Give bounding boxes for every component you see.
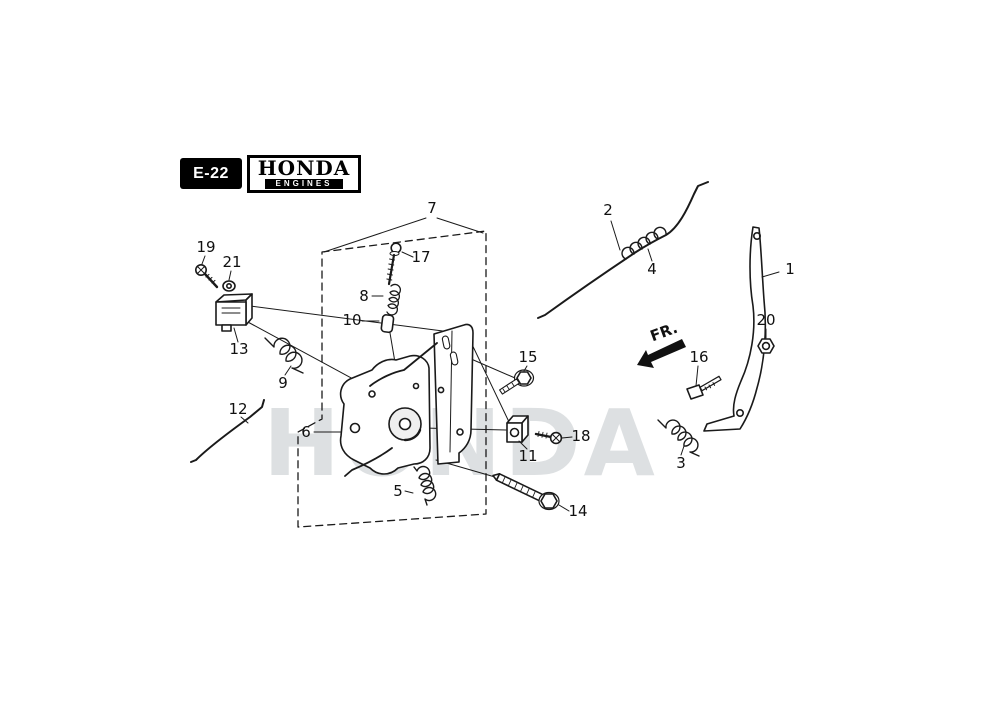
part-11-block [506,415,529,443]
part-label-7: 7 [427,199,437,217]
part-6-control-base-assembly [339,323,516,478]
part-20-nut [757,338,775,354]
part-4-rod-spring [621,226,667,260]
part-21-washer [222,280,236,292]
assembly-boundary-box [297,217,487,528]
front-direction-arrow [637,339,686,368]
part-label-1: 1 [785,260,795,278]
part-label-21: 21 [222,253,242,271]
part-label-8: 8 [359,287,369,305]
part-label-5: 5 [393,482,403,500]
part-label-15: 15 [518,348,538,366]
part-14-bolt [492,472,560,511]
part-3-return-spring [657,419,700,457]
engines-wordmark: ENGINES [265,179,343,189]
part-label-12: 12 [228,400,248,418]
part-15-bolt [499,369,535,395]
part-16-bolt [686,375,722,400]
honda-wordmark: HONDA [257,156,351,180]
page-code-badge: E-22 [180,158,242,189]
leader-lines [201,220,780,512]
part-label-13: 13 [229,340,249,358]
part-17-screw [386,242,402,286]
part-13-stop-switch [215,293,467,407]
honda-engines-logo: HONDA ENGINES [247,155,361,193]
part-label-14: 14 [568,502,588,520]
part-5-spring [413,465,437,506]
part-label-18: 18 [571,427,591,445]
part-label-19: 19 [196,238,216,256]
part-18-screw [534,431,563,445]
part-label-17: 17 [411,248,431,266]
part-label-3: 3 [676,454,686,472]
part-label-16: 16 [689,348,709,366]
part-label-2: 2 [603,201,613,219]
part-9-spring [264,337,304,374]
part-label-10: 10 [342,311,362,329]
part-label-20: 20 [756,311,776,329]
part-8-spring [386,283,401,316]
part-label-4: 4 [647,260,657,278]
part-label-9: 9 [278,374,288,392]
part-2-throttle-rod [537,181,709,319]
part-12-choke-rod [190,399,265,463]
part-1-control-lever [703,226,767,432]
part-19-screw [195,263,219,289]
part-label-6: 6 [301,423,311,441]
part-label-11: 11 [518,447,538,465]
